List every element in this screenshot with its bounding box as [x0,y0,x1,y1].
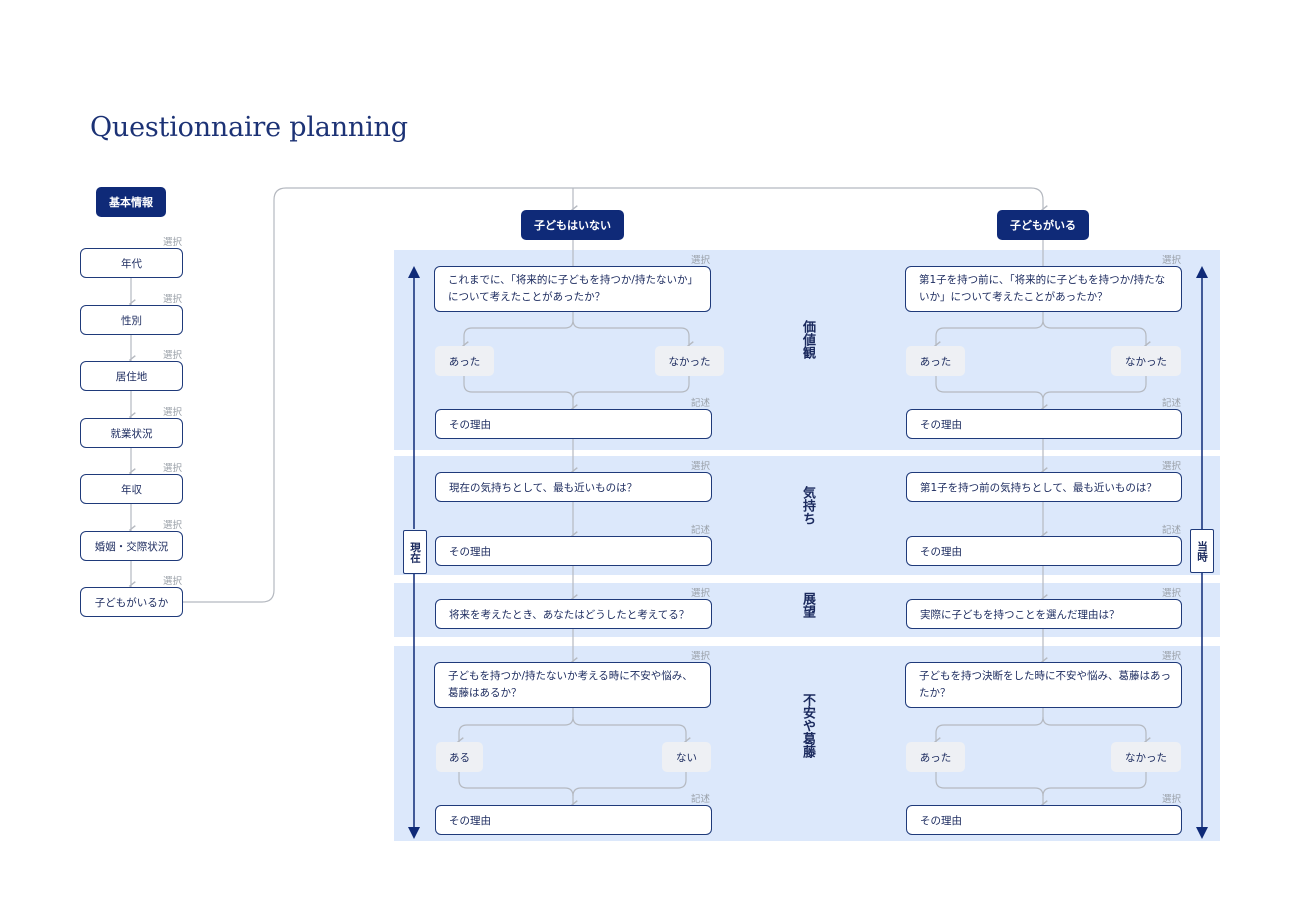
select-tag: 選択 [162,520,182,531]
basic-item-age[interactable]: 年代 [80,248,183,278]
select-tag: 選択 [162,350,182,361]
right-q3-reason-chosen[interactable]: 実際に子どもを持つことを選んだ理由は？ [906,599,1182,629]
select-tag: 選択 [1161,255,1181,266]
left-q4-anxiety[interactable]: 子どもを持つか/持たないか考える時に不安や悩み、葛藤はあるか？ [434,662,711,708]
right-q1-considered[interactable]: 第1子を持つ前に、「将来的に子どもを持つか/持たないか」について考えたことがあっ… [905,266,1182,312]
select-tag: 選択 [690,588,710,599]
time-label-present: 現在 [403,530,427,574]
left-q2-reason[interactable]: その理由 [435,536,712,566]
right-q4-option-no[interactable]: なかった [1111,742,1181,772]
right-q4-anxiety[interactable]: 子どもを持つ決断をした時に不安や悩み、葛藤はあったか？ [905,662,1182,708]
basic-item-employment[interactable]: 就業状況 [80,418,183,448]
left-q4-reason[interactable]: その理由 [435,805,712,835]
right-q2-reason[interactable]: その理由 [906,536,1182,566]
right-q1-reason[interactable]: その理由 [906,409,1182,439]
describe-tag: 記述 [690,398,710,409]
left-q1-reason[interactable]: その理由 [435,409,712,439]
basic-item-income[interactable]: 年収 [80,474,183,504]
time-label-then: 当時 [1190,529,1214,573]
select-tag: 選択 [162,463,182,474]
right-q1-option-yes[interactable]: あった [906,346,965,376]
describe-tag: 記述 [1161,525,1181,536]
basic-item-residence[interactable]: 居住地 [80,361,183,391]
left-q3-outlook[interactable]: 将来を考えたとき、あなたはどうしたと考えてる？ [435,599,712,629]
section-label-feelings: 気持ち [800,486,815,525]
describe-tag: 記述 [690,525,710,536]
select-tag: 選択 [1161,794,1181,805]
select-tag: 選択 [690,651,710,662]
select-tag: 選択 [1161,588,1181,599]
describe-tag: 記述 [1161,398,1181,409]
select-tag: 選択 [690,461,710,472]
branch-has-children: 子どもがいる [997,210,1089,240]
right-q4-option-yes[interactable]: あった [906,742,965,772]
left-q1-option-no[interactable]: なかった [655,346,724,376]
section-label-outlook: 展望 [800,592,815,618]
left-q4-option-yes[interactable]: ある [436,742,483,772]
basic-item-marital-status[interactable]: 婚姻・交際状況 [80,531,183,561]
left-q2-current-feeling[interactable]: 現在の気持ちとして、最も近いものは？ [435,472,712,502]
select-tag: 選択 [162,576,182,587]
basic-item-has-children[interactable]: 子どもがいるか [80,587,183,617]
left-q4-option-no[interactable]: ない [662,742,711,772]
select-tag: 選択 [162,407,182,418]
select-tag: 選択 [1161,461,1181,472]
left-q1-considered[interactable]: これまでに、「将来的に子どもを持つか/持たないか」について考えたことがあったか？ [434,266,711,312]
right-q2-prior-feeling[interactable]: 第1子を持つ前の気持ちとして、最も近いものは？ [906,472,1182,502]
left-q1-option-yes[interactable]: あった [435,346,494,376]
branch-no-children: 子どもはいない [521,210,624,240]
basic-info-header: 基本情報 [96,187,166,217]
select-tag: 選択 [1161,651,1181,662]
section-label-anxiety: 不安や葛藤 [800,693,815,758]
section-label-values: 価値観 [800,320,815,359]
select-tag: 選択 [162,237,182,248]
select-tag: 選択 [162,294,182,305]
select-tag: 選択 [690,255,710,266]
page-title: Questionnaire planning [90,112,408,143]
describe-tag: 記述 [690,794,710,805]
right-q1-option-no[interactable]: なかった [1111,346,1181,376]
basic-item-gender[interactable]: 性別 [80,305,183,335]
right-q4-reason[interactable]: その理由 [906,805,1182,835]
